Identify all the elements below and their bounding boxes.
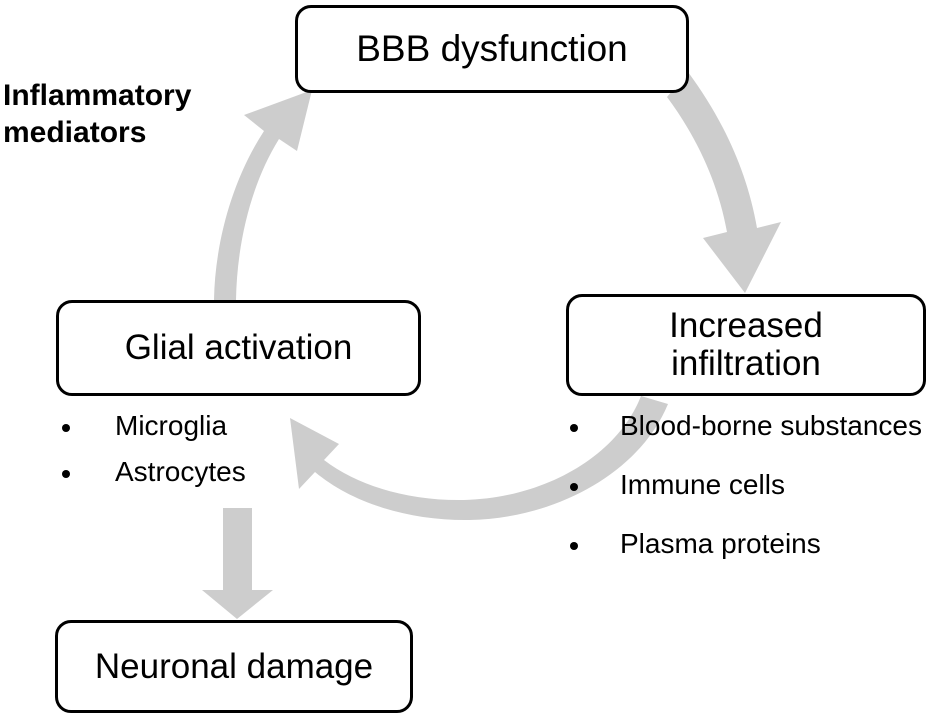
node-increased-infiltration-label-line1: Increased — [669, 306, 823, 346]
bullet-dot-icon — [62, 424, 70, 433]
list-item-label: Plasma proteins — [620, 528, 821, 559]
bullet-dot-icon — [570, 542, 578, 551]
bullet-dot-icon — [570, 424, 578, 433]
list-item: Blood-borne substances — [570, 412, 922, 440]
node-neuronal-damage[interactable]: Neuronal damage — [55, 620, 413, 713]
node-bbb-dysfunction[interactable]: BBB dysfunction — [295, 5, 689, 93]
bullet-dot-icon — [62, 470, 70, 479]
list-item-label: Blood-borne substances — [620, 410, 922, 441]
node-increased-infiltration-label-line2: infiltration — [671, 344, 821, 383]
list-item: Immune cells — [570, 471, 922, 499]
bullet-dot-icon — [570, 483, 578, 492]
node-bbb-dysfunction-label: BBB dysfunction — [356, 28, 628, 70]
inflammatory-mediators-label: Inflammatory mediators — [3, 79, 192, 149]
list-item: Astrocytes — [62, 458, 246, 486]
glial-activation-bullet-list: Microglia Astrocytes — [62, 412, 246, 504]
list-item-label: Immune cells — [620, 469, 785, 500]
list-item: Plasma proteins — [570, 530, 922, 558]
list-item-label: Microglia — [115, 410, 228, 441]
arrow-glial-to-neuronal — [202, 508, 273, 619]
increased-infiltration-bullet-list: Blood-borne substances Immune cells Plas… — [570, 412, 922, 589]
node-glial-activation-label: Glial activation — [124, 328, 353, 368]
arrow-bbb-to-infiltration — [667, 72, 781, 293]
node-increased-infiltration-label: Increased infiltration — [669, 307, 823, 383]
list-item: Microglia — [62, 412, 246, 440]
list-item-label: Astrocytes — [115, 456, 246, 487]
node-glial-activation[interactable]: Glial activation — [56, 300, 421, 396]
node-increased-infiltration[interactable]: Increased infiltration — [566, 294, 926, 396]
node-neuronal-damage-label: Neuronal damage — [94, 646, 374, 686]
